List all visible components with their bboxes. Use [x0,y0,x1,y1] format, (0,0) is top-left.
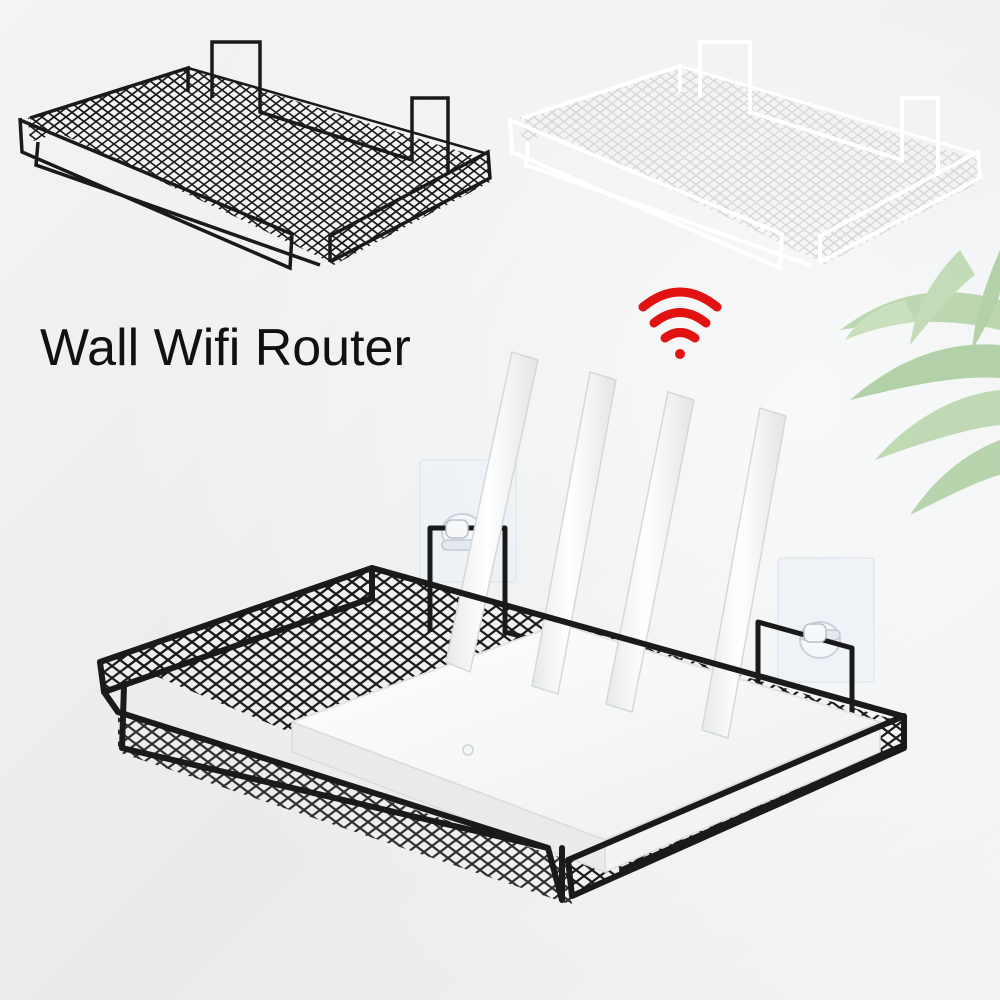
plant-leaves [840,250,1000,515]
headline-text: Wall Wifi Router [40,319,411,377]
white-rack-thumbnail [508,40,983,271]
hook-clips [445,519,827,643]
wifi-signal-icon [638,287,722,359]
black-rack-thumbnail [18,40,492,271]
main-rack-front-frame [97,565,907,903]
adhesive-hook-right [777,557,875,683]
